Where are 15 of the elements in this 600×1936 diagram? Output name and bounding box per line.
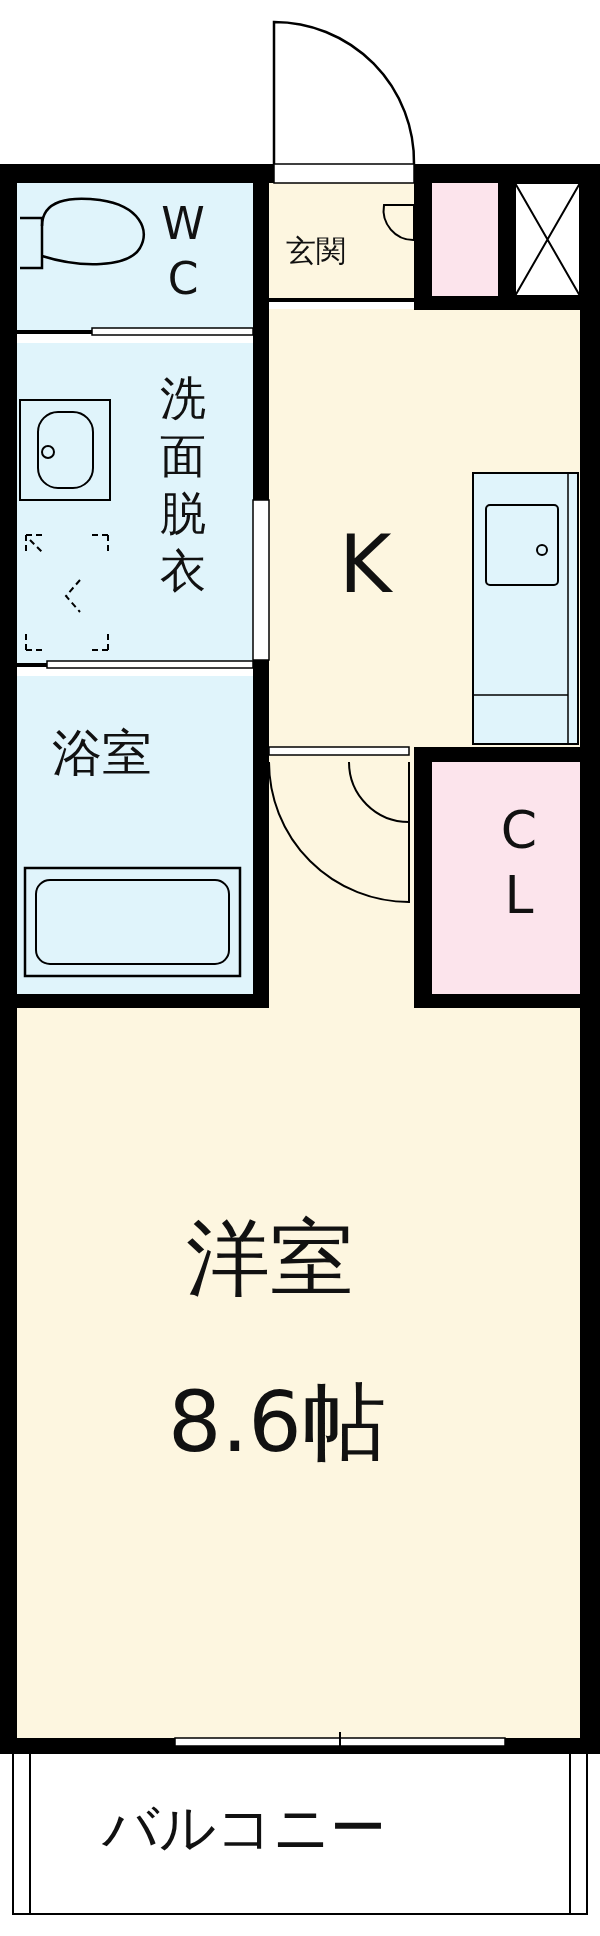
room-label: K [339, 525, 392, 605]
room-area [269, 183, 414, 298]
room-label: バルコニー [102, 1800, 386, 1856]
room-area [432, 762, 580, 994]
room-area [17, 1006, 580, 1738]
room-label: 8.6帖 [168, 1380, 386, 1464]
room-label: 洗面脱衣 [159, 370, 207, 600]
room-label: WC [160, 197, 206, 306]
room-area [17, 183, 253, 330]
room-area [17, 343, 253, 663]
room-area [17, 676, 253, 994]
room-label: CL [499, 799, 539, 927]
room-label: 玄関 [286, 236, 346, 266]
room-label: 浴室 [52, 728, 152, 778]
room-label: 洋室 [186, 1216, 354, 1300]
